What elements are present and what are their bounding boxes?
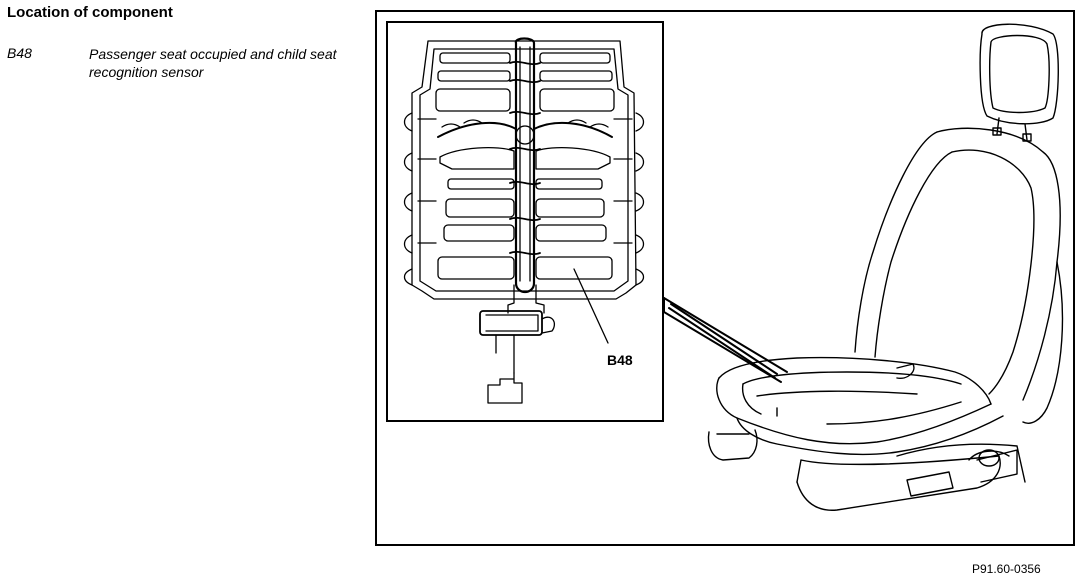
sensor-mat-drawing	[403, 37, 645, 404]
section-heading: Location of component	[7, 4, 173, 21]
drawing-reference-number: P91.60-0356	[972, 562, 1041, 576]
legend-code: B48	[7, 45, 32, 61]
sensor-mat-inset: B48	[386, 21, 664, 422]
callout-b48: B48	[607, 352, 633, 368]
technical-illustration: B48	[375, 10, 1075, 546]
seat-drawing	[663, 23, 1064, 511]
legend-description: Passenger seat occupied and child seat r…	[89, 46, 337, 80]
